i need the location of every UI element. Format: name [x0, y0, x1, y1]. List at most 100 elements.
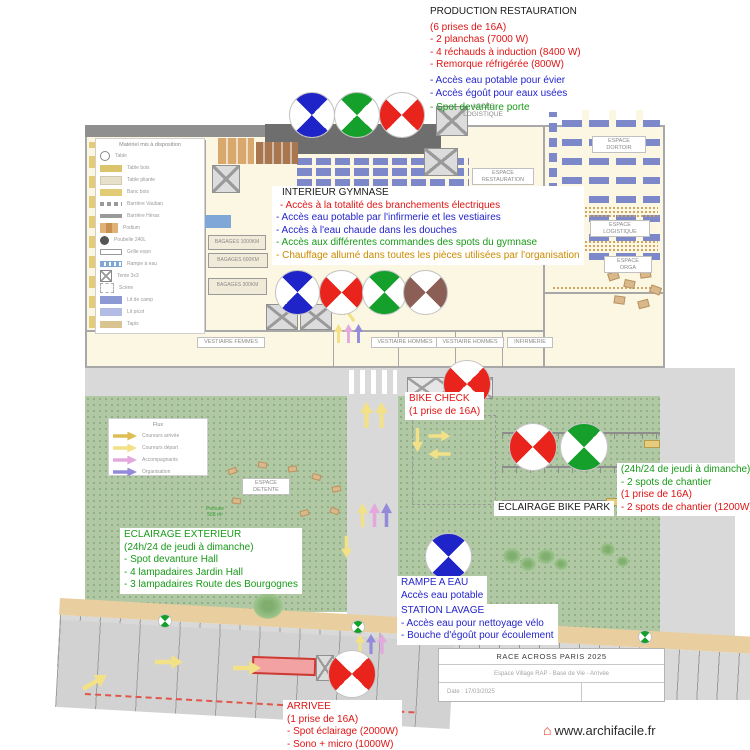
podium-icon	[100, 223, 118, 233]
legend-item: Tapis	[100, 318, 200, 330]
beacon-red	[379, 92, 425, 138]
label-espace-orga: ESPACE ORGA	[604, 256, 652, 273]
plan-subtitle: Espace Village RAP - Base de Vie - Arriv…	[439, 665, 664, 683]
legend-item: Lit picot	[100, 306, 200, 318]
bike-check-queue	[412, 415, 496, 505]
beacon-rampe-eau	[425, 533, 472, 580]
lit-picot-icon	[100, 308, 122, 316]
tente-icon	[100, 270, 112, 282]
legend-item: Scène	[100, 282, 200, 294]
logistique-shelving	[552, 286, 658, 291]
legend-item: Rampe à eau	[100, 258, 200, 270]
label-vestiaire-femmes: VESTIAIRE FEMMES	[197, 337, 265, 348]
mini-beacon-green	[638, 630, 652, 644]
bush	[503, 548, 521, 564]
bike-rack	[644, 440, 660, 448]
wall	[333, 332, 334, 368]
tent-table	[436, 106, 468, 136]
orga-desk	[613, 295, 626, 305]
flow-arrow-up	[369, 503, 380, 527]
wall	[502, 332, 503, 368]
annotation-rampe-eau: RAMPE A EAU Accès eau potable	[397, 576, 488, 605]
mini-beacon-green	[158, 614, 172, 628]
shelving	[218, 138, 254, 164]
legend-item: Table bois	[100, 162, 200, 174]
bush	[537, 549, 555, 564]
legend-item: Podium	[100, 222, 200, 234]
bush	[616, 556, 629, 567]
watermark-url: www.archifacile.fr	[554, 723, 656, 738]
roof-band	[85, 125, 265, 137]
grille-icon	[100, 249, 122, 255]
bush	[554, 558, 568, 570]
dortoir-beds-column	[549, 112, 557, 252]
annotation-title: INTERIEUR GYMNASE	[282, 187, 389, 198]
rampe-eau-icon	[100, 261, 122, 267]
legend-flux-title: Flux	[152, 422, 164, 428]
picnic-table	[231, 497, 242, 505]
flux-arrow-gold-icon	[113, 431, 137, 441]
legend-item: Table	[100, 150, 200, 162]
beacon-bike-park-green	[560, 423, 608, 471]
flux-arrow-yellow-icon	[113, 443, 137, 453]
legend-item: Lit de camp	[100, 294, 200, 306]
tree	[253, 593, 283, 619]
annotation-arrivee: ARRIVEE (1 prise de 16A) - Spot éclairag…	[283, 700, 403, 750]
water-tank	[205, 215, 231, 228]
legend-item: Tente 3x3	[100, 270, 200, 282]
flow-arrow-up	[334, 324, 343, 343]
wall	[205, 140, 206, 330]
crosswalk	[349, 370, 397, 394]
annotation-eclairage-exterieur: ECLAIRAGE EXTERIEUR (24h/24 de jeudi à d…	[120, 528, 302, 594]
legend-flux: Flux Coureurs arrivée Coureurs départ Ac…	[108, 418, 208, 477]
legend-materiel: Matériel mis à disposition Table Table b…	[95, 138, 205, 334]
mini-beacon-green	[351, 620, 365, 634]
shelving	[256, 142, 298, 164]
legend-item: Grille expo	[100, 246, 200, 258]
banc-icon	[100, 188, 122, 196]
label-espace-dortoir: ESPACE DORTOIR	[592, 136, 646, 153]
annotation-title: ECLAIRAGE BIKE PARK	[494, 500, 615, 517]
divider	[580, 683, 582, 701]
flux-arrow-pink-icon	[113, 455, 137, 465]
tent-table	[212, 165, 240, 193]
beacon-bike-park-red	[509, 423, 557, 471]
label-espace-logistique: ESPACE LOGISTIQUE	[590, 220, 650, 237]
flow-arrow-up	[354, 324, 363, 343]
beacon-green	[362, 270, 407, 315]
legend-item: Barrière Vauban	[100, 198, 200, 210]
beacon-blue	[275, 270, 320, 315]
legend-item: Accompagnants	[113, 454, 203, 466]
tapis-icon	[100, 320, 122, 328]
flow-arrow-up	[357, 503, 368, 527]
legend-item: Coureurs arrivée	[113, 430, 203, 442]
table-icon	[100, 151, 110, 161]
picnic-table	[257, 461, 268, 469]
beacon-blue	[289, 92, 335, 138]
annotation-production: PRODUCTION RESTAURATION (6 prises de 16A…	[430, 6, 581, 114]
flow-arrow-up	[355, 634, 365, 654]
watermark: ⌂www.archifacile.fr	[543, 722, 656, 738]
flow-arrow-up	[344, 324, 353, 343]
table-pliante-icon	[100, 175, 122, 185]
plan-date: Date : 17/03/2025	[439, 683, 664, 701]
label-acces-logistique: ACCÈS LOGISTIQUE	[463, 103, 503, 118]
legend-item: Poubelle 240L	[100, 234, 200, 246]
annotation-gymnase: INTERIEUR GYMNASE - Accès à la totalité …	[272, 186, 584, 265]
title-block: RACE ACROSS PARIS 2025 Espace Village RA…	[438, 648, 665, 702]
label-espace-restauration: ESPACE RESTAURATION	[472, 168, 534, 185]
legend-item: Barrière Héras	[100, 210, 200, 222]
label-infirmerie: INFIRMERIE	[507, 337, 553, 348]
annotation-title: PRODUCTION RESTAURATION	[430, 6, 577, 17]
bagagerie-300: BAGAGES 300KM	[208, 278, 267, 295]
label-pelouse: Pelouse 568 m²	[206, 506, 225, 518]
legend-item: Banc bois	[100, 186, 200, 198]
label-espace-detente: ESPACE DETENTE	[242, 478, 290, 495]
bush	[600, 543, 615, 556]
barriere-heras-icon	[100, 214, 122, 218]
archifacile-logo-icon: ⌂	[543, 722, 552, 738]
bagagerie-600: BAGAGES 600KM	[208, 253, 268, 268]
beacon-arrivee	[328, 650, 376, 698]
annotation-station-lavage: STATION LAVAGE - Accès eau pour nettoyag…	[397, 604, 558, 645]
